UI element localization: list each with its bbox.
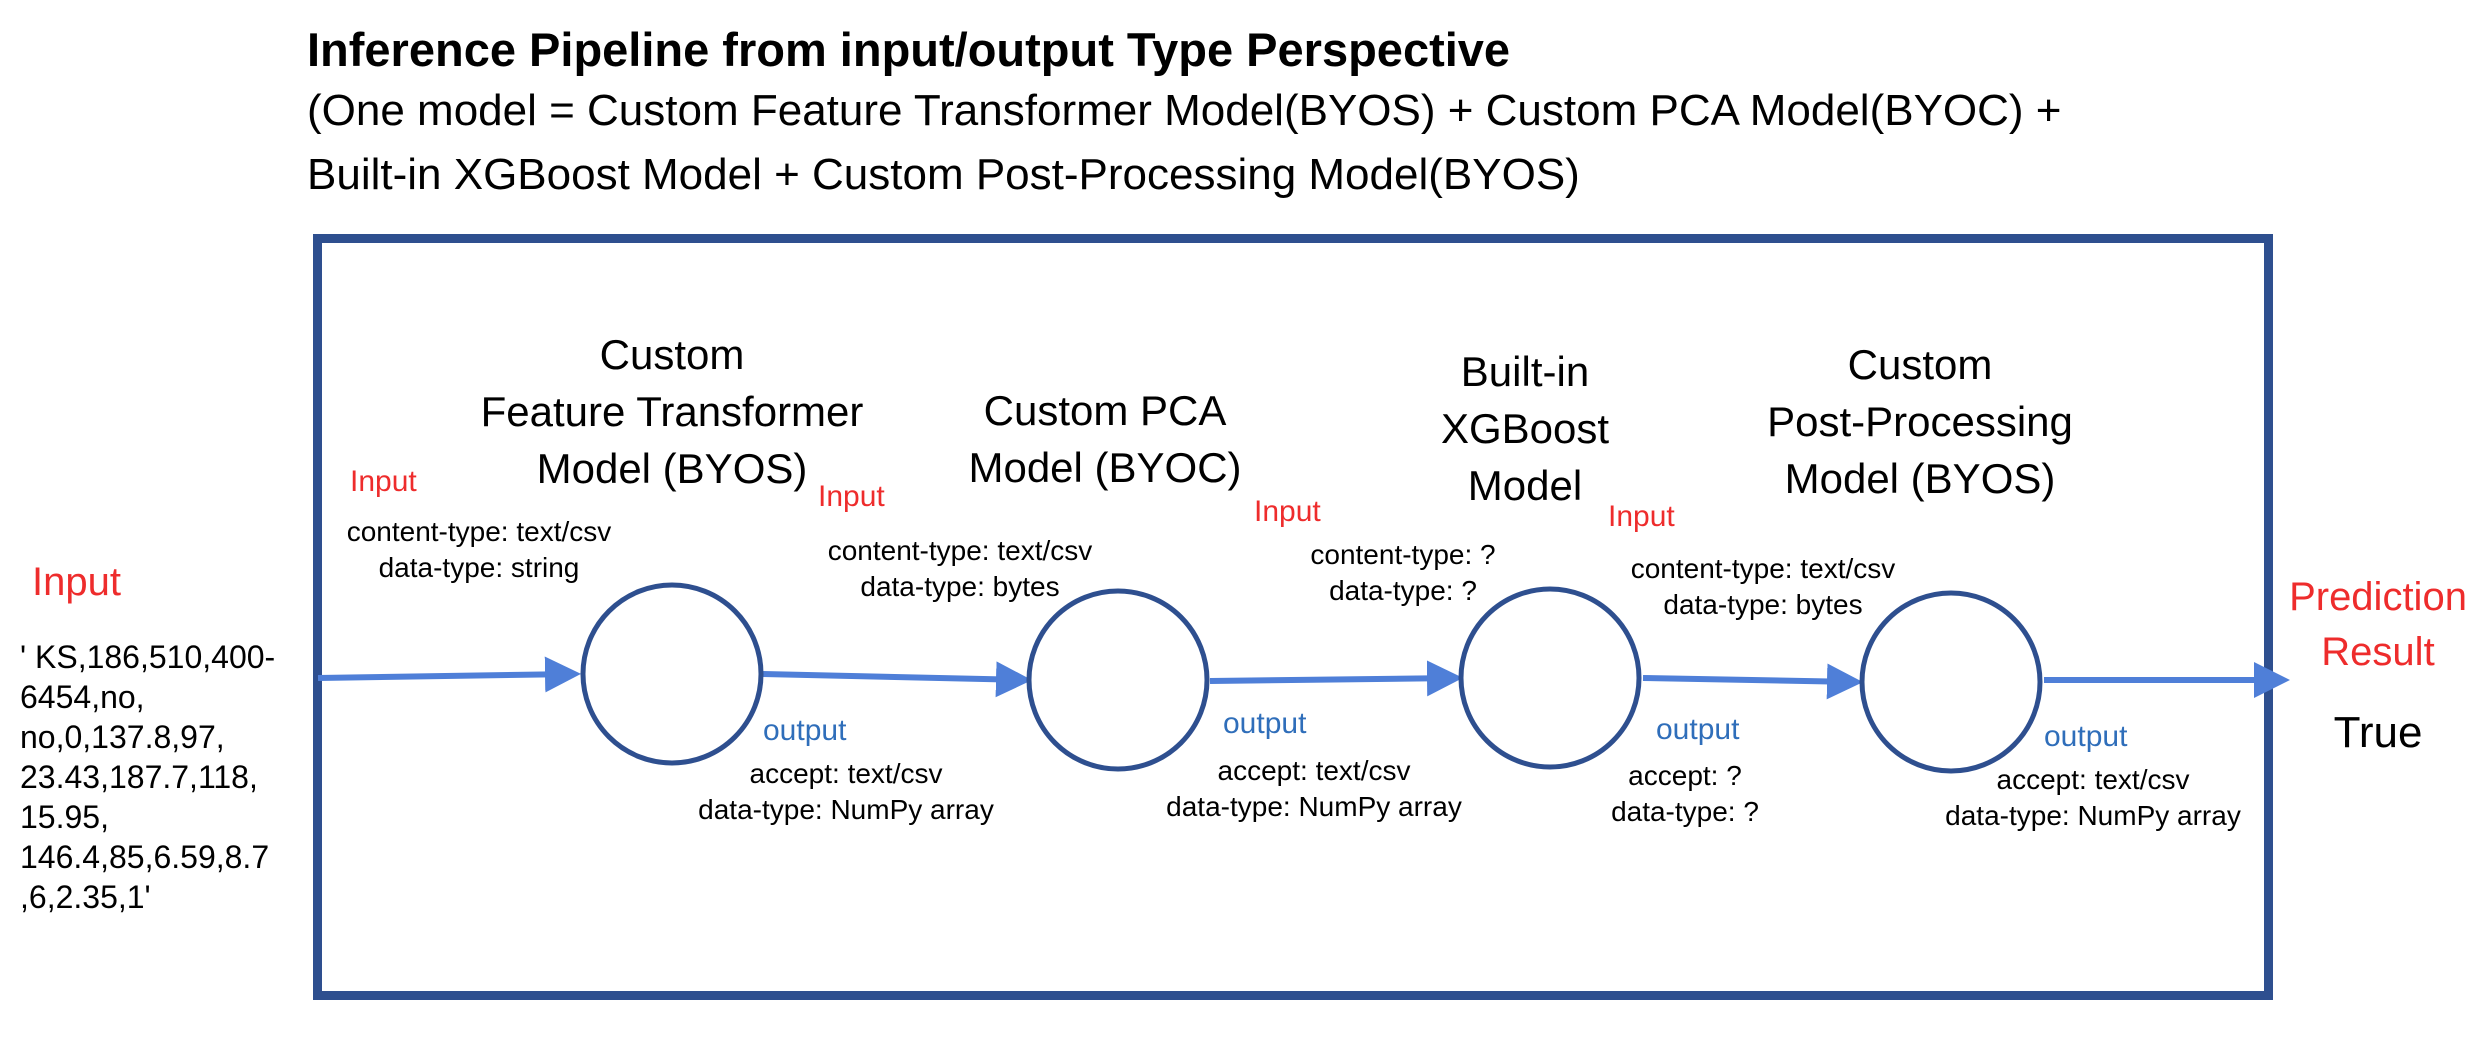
model-custom-pca-input-label: Input <box>818 480 885 513</box>
subtitle-line-1: (One model = Custom Feature Transformer … <box>307 86 2062 135</box>
model-custom-pca-name: Custom PCA Model (BYOC) <box>968 387 1242 491</box>
pipeline-input-record: ' KS,186,510,400- 6454,no, no,0,137.8,97… <box>20 639 276 915</box>
model-xgboost-input-types: content-type: ? data-type: ? <box>1310 539 1496 606</box>
model-custom-pca-output-label: output <box>1223 707 1307 740</box>
model-post-processing-output-types: accept: text/csv data-type: NumPy array <box>1945 764 2241 831</box>
model-feature-transformer-name: Custom Feature Transformer Model (BYOS) <box>480 331 864 492</box>
model-custom-pca-input-types: content-type: text/csv data-type: bytes <box>827 535 1093 602</box>
model-post-processing-input-types: content-type: text/csv data-type: bytes <box>1630 553 1896 620</box>
model-post-processing-input-label: Input <box>1608 500 1675 533</box>
page-title: Inference Pipeline from input/output Typ… <box>307 23 1511 76</box>
model-feature-transformer-output-types: accept: text/csv data-type: NumPy array <box>698 758 994 825</box>
model-custom-pca-output-types: accept: text/csv data-type: NumPy array <box>1166 755 1462 822</box>
arrow-input-to-feature-transformer <box>317 656 581 693</box>
subtitle-line-2: Built-in XGBoost Model + Custom Post-Pro… <box>307 150 1580 199</box>
pipeline-frame <box>313 234 2273 1000</box>
arrow-pca-to-xgboost <box>1209 660 1463 697</box>
model-xgboost-input-label: Input <box>1254 495 1321 528</box>
model-feature-transformer-output-label: output <box>763 714 847 747</box>
model-xgboost-name: Built-in XGBoost Model <box>1440 348 1610 509</box>
arrow-feature-transformer-to-pca <box>762 661 1032 698</box>
node-feature-transformer <box>580 582 764 766</box>
node-post-processing <box>1859 590 2043 774</box>
model-feature-transformer-input-label: Input <box>350 465 417 498</box>
prediction-result-value: True <box>2333 708 2423 757</box>
model-post-processing-name: Custom Post-Processing Model (BYOS) <box>1767 341 2073 502</box>
model-post-processing-output-label: output <box>2044 720 2128 753</box>
prediction-result-label: Prediction Result <box>2289 575 2467 674</box>
node-custom-pca <box>1026 588 1210 772</box>
node-xgboost <box>1458 586 1642 770</box>
model-feature-transformer-input-types: content-type: text/csv data-type: string <box>346 516 612 583</box>
model-xgboost-output-types: accept: ? data-type: ? <box>1611 760 1759 827</box>
model-xgboost-output-label: output <box>1656 713 1740 746</box>
pipeline-input-label: Input <box>32 560 121 604</box>
arrow-xgboost-to-post-processing <box>1642 663 1863 700</box>
